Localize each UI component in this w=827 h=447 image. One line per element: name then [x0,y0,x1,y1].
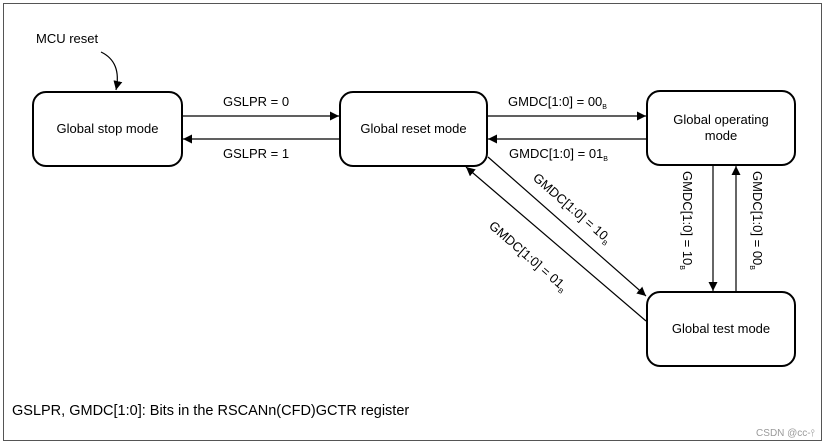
label-text: GMDC[1:0] = 00 [508,94,603,109]
label-text: GMDC[1:0] = 00 [750,171,765,266]
state-label: Global test mode [671,321,771,336]
arrow-test-to-reset [465,166,647,322]
label-text: GMDC[1:0] = 01 [509,146,604,161]
footnote: GSLPR, GMDC[1:0]: Bits in the RSCANn(CFD… [12,403,410,419]
label-reset-to-operating: GMDC[1:0] = 00B [508,94,607,111]
state-label: Global stop mode [56,121,159,136]
state-global-stop-mode: Global stop mode [32,91,183,167]
label-test-to-operating: GMDC[1:0] = 00B [748,171,765,270]
mcu-reset-label: MCU reset [36,31,99,46]
label-subscript: B [748,265,755,270]
label-stop-to-reset: GSLPR = 0 [223,94,290,109]
state-global-test-mode: Global test mode [646,291,796,367]
label-subscript: B [678,265,685,270]
state-label-line1: Global operating [673,112,769,127]
arrow-reset-to-test [487,156,647,297]
watermark: CSDN @cc-⫯ [756,428,815,439]
label-subscript: B [603,156,608,163]
label-reset-to-stop: GSLPR = 1 [223,146,290,161]
mcu-reset-arrow [100,51,123,91]
label-operating-to-reset: GMDC[1:0] = 01B [509,146,608,163]
diagram-frame [3,3,822,441]
label-text: GMDC[1:0] = 10 [680,171,695,266]
state-label: Global reset mode [360,121,467,136]
label-operating-to-test: GMDC[1:0] = 10B [678,171,695,270]
state-global-operating-mode: Global operating mode [646,90,796,166]
state-global-reset-mode: Global reset mode [339,91,488,167]
state-label-line2: mode [704,128,738,143]
label-subscript: B [602,104,607,111]
